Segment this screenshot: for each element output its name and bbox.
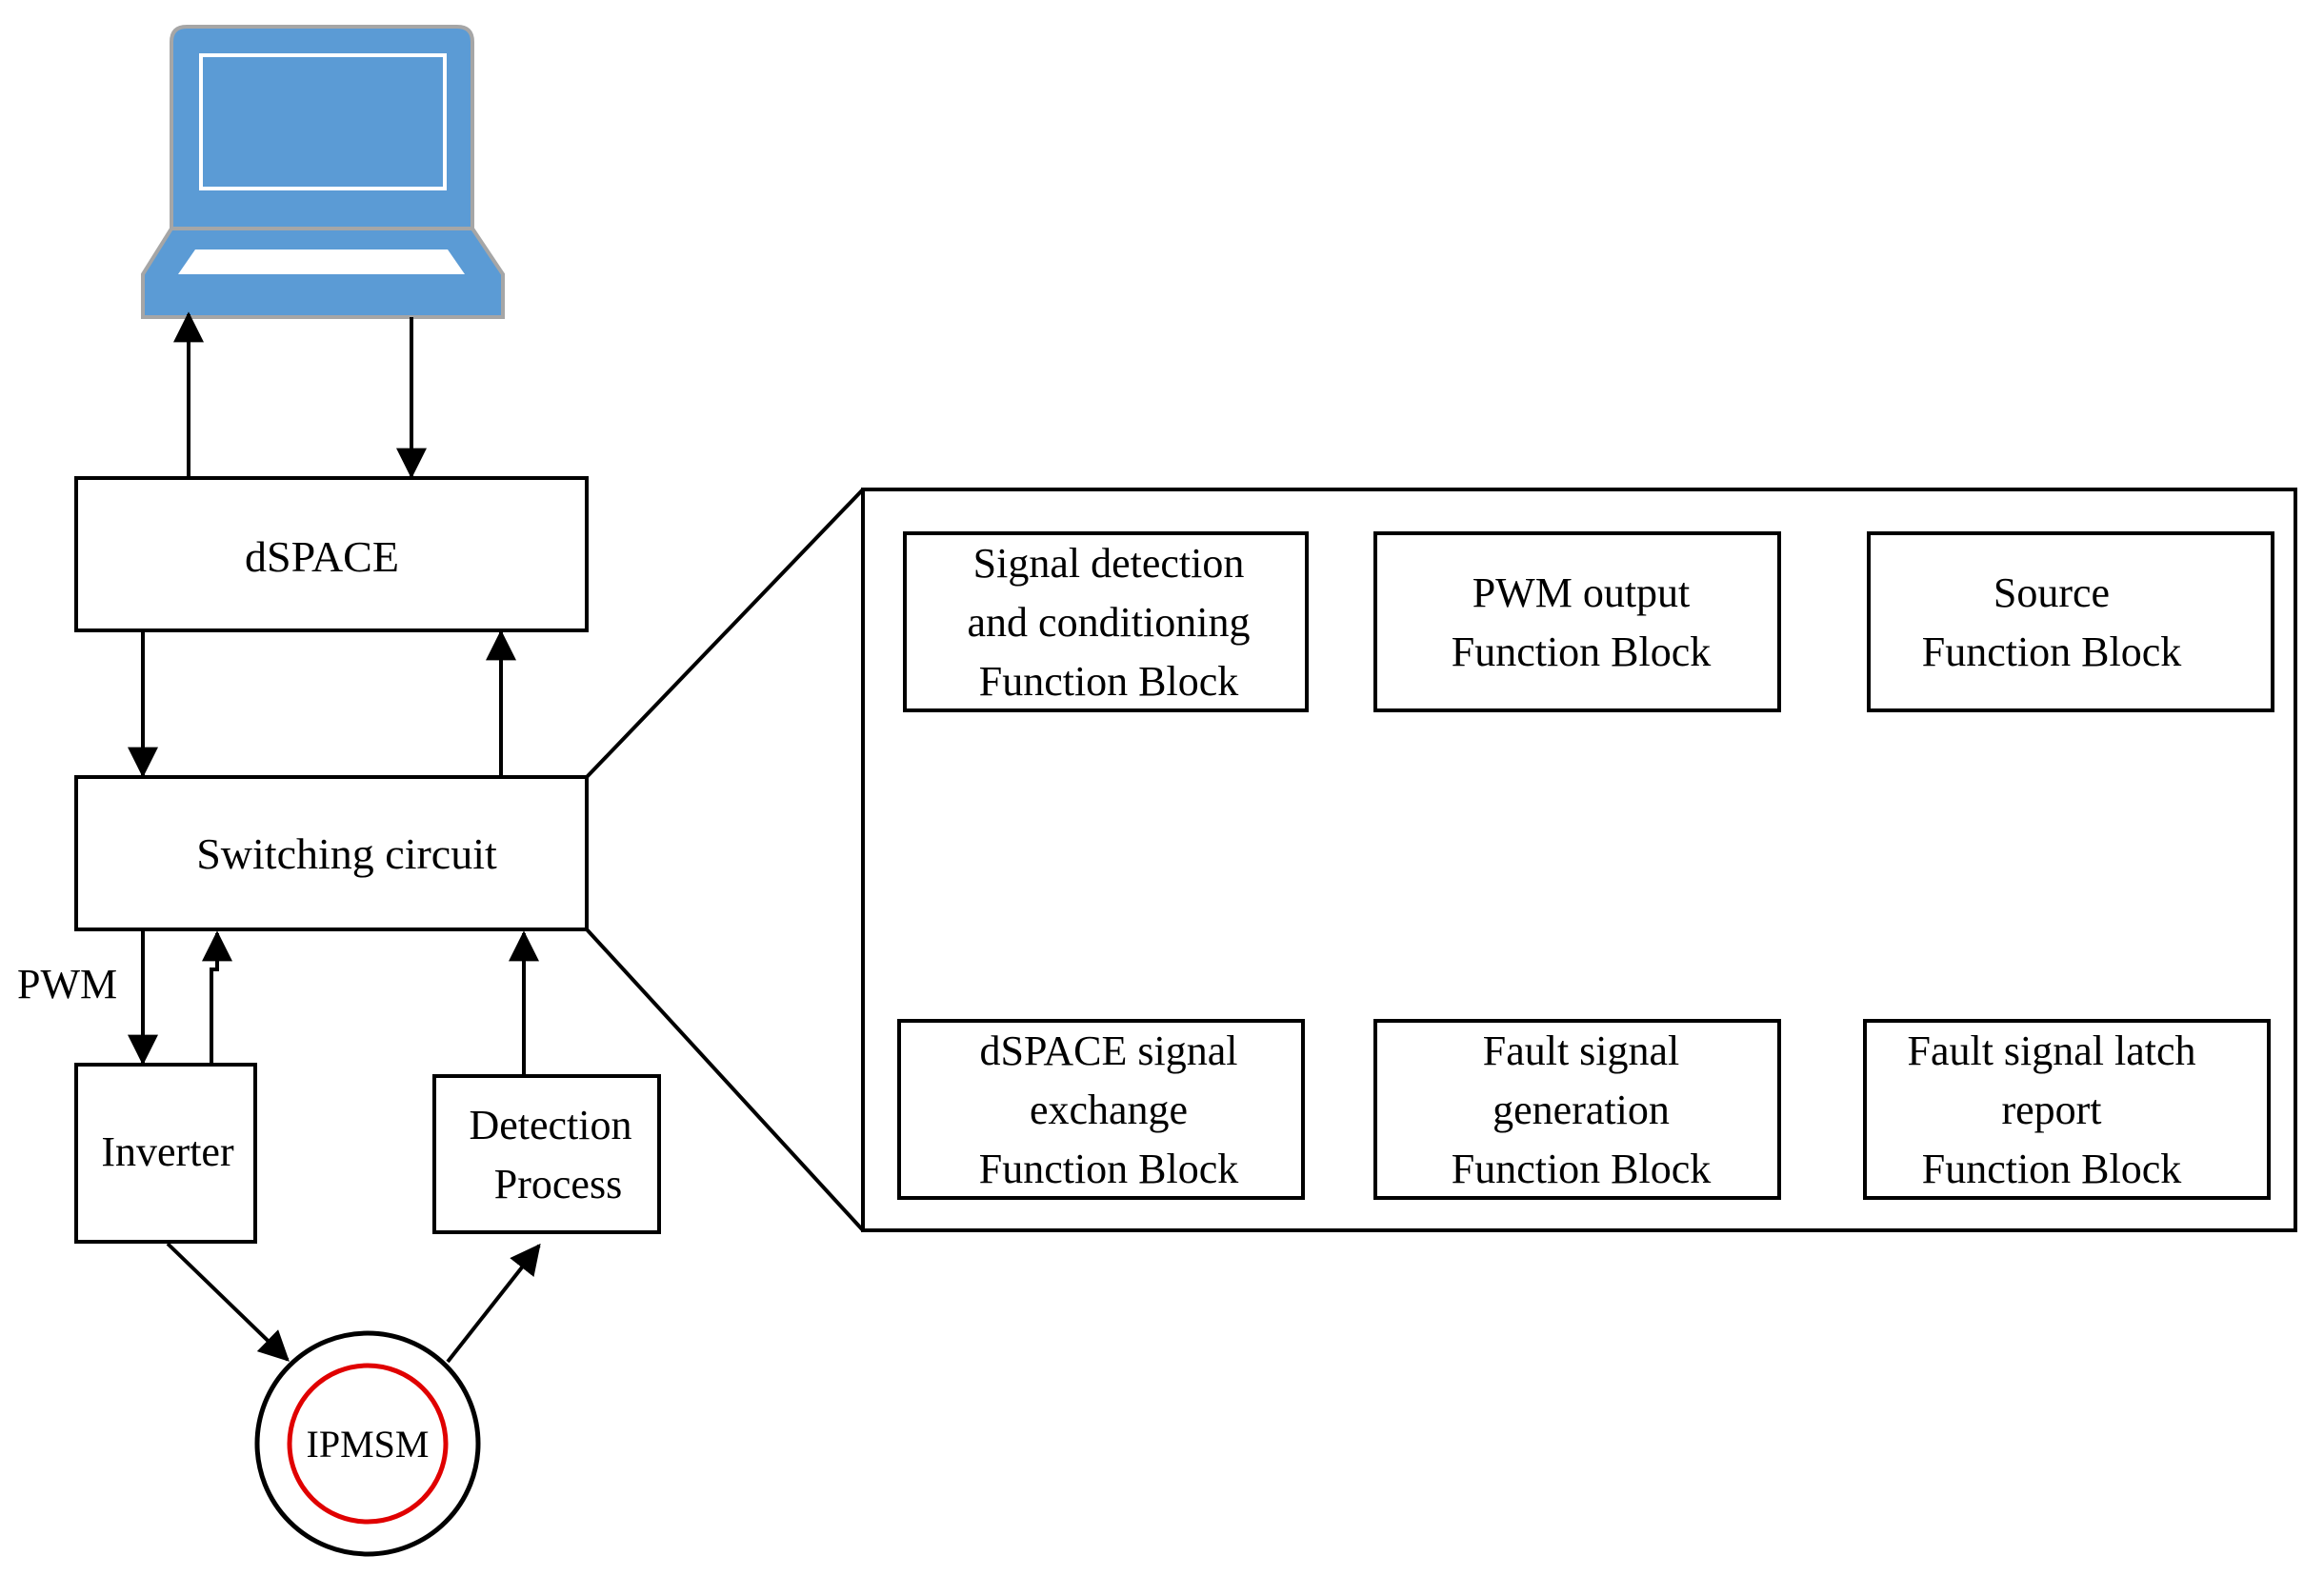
function-block-box	[1867, 531, 2274, 712]
function-block-label-line: Function Block	[1452, 1146, 1712, 1192]
inverter-block: Inverter	[74, 1063, 257, 1244]
function-block-label-line: Fault signal latch	[1907, 1027, 2195, 1074]
function-block-label-line: report	[2001, 1087, 2101, 1133]
function-block-label-line: Function Block	[979, 658, 1239, 705]
motor-inner-ring	[287, 1363, 449, 1525]
dspace-block: dSPACE	[74, 476, 589, 632]
function-block-box	[1373, 531, 1781, 712]
zoom-line-top	[585, 488, 865, 779]
laptop-icon	[141, 25, 505, 319]
detection-process-box	[432, 1074, 661, 1234]
dspace-label: dSPACE	[245, 532, 399, 581]
function-block: Signal detection and conditioningFunction…	[903, 531, 1309, 712]
laptop-display	[199, 53, 447, 190]
dspace-box	[74, 476, 589, 632]
pwm-label: PWM	[17, 961, 117, 1007]
function-block-box	[903, 531, 1309, 712]
function-block-box	[1863, 1019, 2271, 1200]
zoom-line-bottom	[585, 928, 865, 1232]
inverter-box	[74, 1063, 257, 1244]
detection-label-line-2: Process	[494, 1161, 622, 1207]
function-block-label-line: exchange	[1030, 1087, 1188, 1133]
arrow-inverter-to-motor	[166, 1242, 290, 1362]
function-blocks: Signal detection and conditioningFunction…	[897, 531, 2274, 1200]
inverter-label: Inverter	[101, 1128, 234, 1175]
function-block-label-line: generation	[1493, 1087, 1670, 1133]
function-block-label-line: PWM output	[1473, 569, 1691, 616]
function-block-label-line: Function Block	[1922, 1146, 2182, 1192]
laptop-keyboard	[178, 249, 465, 274]
function-block-label-line: Function Block	[1452, 628, 1712, 675]
function-block-label-line: and conditioning	[968, 599, 1251, 646]
function-block-box	[1373, 1019, 1781, 1200]
function-block-box	[897, 1019, 1305, 1200]
function-block-label-line: Signal detection	[973, 540, 1245, 587]
function-block-label-line: Fault signal	[1483, 1027, 1680, 1074]
detection-label-line-1: Detection	[469, 1102, 631, 1148]
arrow-motor-to-detection	[446, 1243, 541, 1364]
function-block-label-line: dSPACE signal	[979, 1027, 1237, 1074]
function-block-label-line: Function Block	[979, 1146, 1239, 1192]
switching-circuit-box	[74, 775, 589, 931]
motor-icon: IPMSM	[254, 1330, 481, 1557]
switching-circuit-block: Switching circuit	[74, 775, 589, 931]
function-block-label-line: Source	[1993, 569, 2110, 616]
switching-circuit-label: Switching circuit	[196, 829, 497, 878]
arrow-inverter-to-switching	[202, 930, 232, 1063]
function-block-label-line: Function Block	[1922, 628, 2182, 675]
motor-label: IPMSM	[307, 1423, 430, 1466]
detection-process-block: Detection Process	[432, 1074, 661, 1234]
